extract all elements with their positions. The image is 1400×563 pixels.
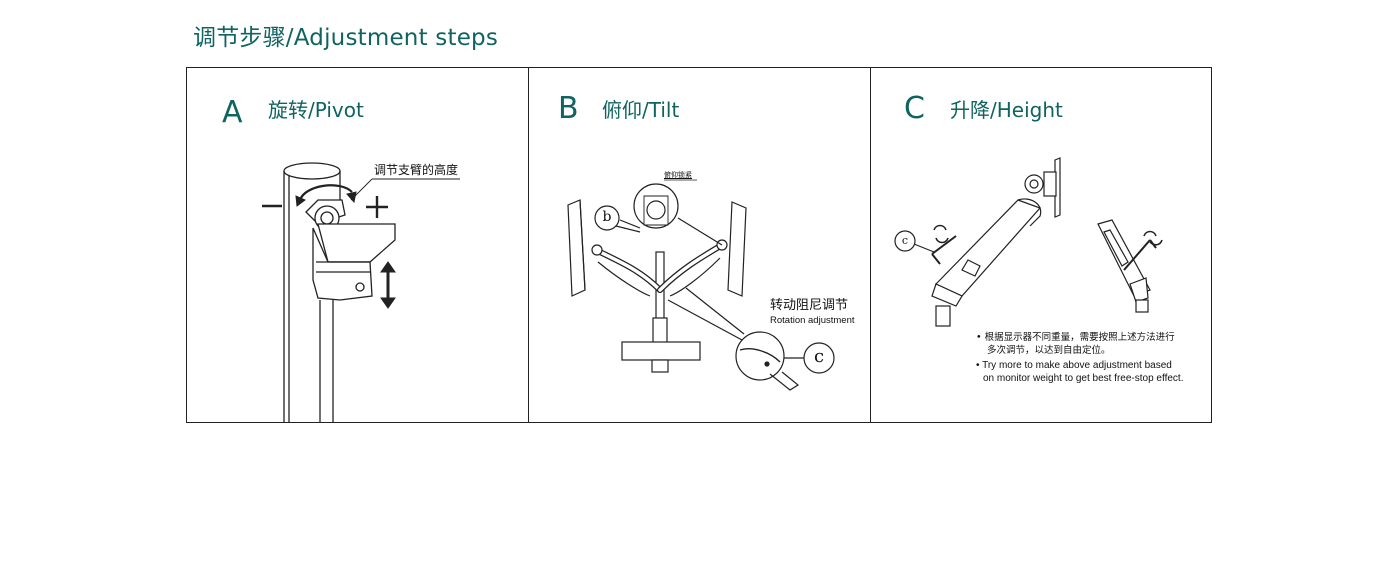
marker-c: c xyxy=(813,346,825,367)
tip-en-line2: on monitor weight to get best free-stop … xyxy=(983,373,1184,384)
tilt-lock-label: 俯仰锁紧 xyxy=(664,171,692,179)
tip-en-line1: • Try more to make above adjustment base… xyxy=(976,360,1172,371)
marker-c: c xyxy=(901,234,909,247)
panel-title: 旋转/Pivot xyxy=(268,98,364,122)
panel-divider xyxy=(870,67,872,423)
steps-frame xyxy=(186,67,1212,423)
panel-title: 俯仰/Tilt xyxy=(602,98,680,122)
callout-label: 调节支臂的高度 xyxy=(374,163,459,177)
panel-letter: C xyxy=(904,91,925,126)
rotation-label-en: Rotation adjustment xyxy=(770,315,855,326)
panel-letter: B xyxy=(558,91,579,126)
tip-cn-line2: 多次调节，以达到自由定位。 xyxy=(987,345,1111,356)
panel-title: 升降/Height xyxy=(950,98,1063,122)
tip-cn-line1: • 根据显示器不同重量，需要按照上述方法进行 xyxy=(976,332,1175,343)
page-title: 调节步骤/Adjustment steps xyxy=(193,25,499,51)
panel-letter: A xyxy=(222,95,243,130)
panel-divider xyxy=(528,67,530,423)
marker-b: b xyxy=(602,209,612,225)
rotation-label-cn: 转动阻尼调节 xyxy=(770,298,849,313)
